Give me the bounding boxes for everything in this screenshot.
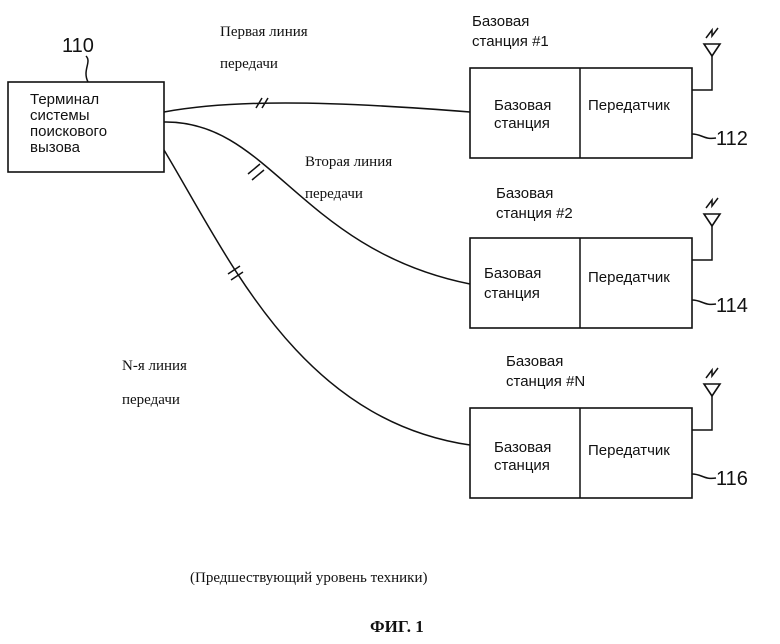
station-1-base-label: Базовая станция bbox=[494, 97, 556, 132]
figure-label: ФИГ. 1 bbox=[370, 617, 424, 636]
terminal-block: 110 Терминал системы поискового вызова bbox=[7, 35, 165, 173]
station-2-ref-number: 114 bbox=[716, 295, 748, 317]
station-2-transmitter-label: Передатчик bbox=[588, 269, 670, 286]
station-1-ref-number: 112 bbox=[716, 128, 748, 150]
transmission-line-1-label: Первая линия передачи bbox=[220, 24, 311, 72]
transmission-curves bbox=[163, 97, 471, 446]
station-1-box bbox=[469, 67, 693, 159]
terminal-ref-number: 110 bbox=[62, 35, 94, 57]
transmission-line-2-label: Вторая линия передачи bbox=[305, 154, 396, 202]
station-1-transmitter-label: Передатчик bbox=[588, 97, 670, 114]
station-n-title: Базовая станция #N bbox=[506, 353, 585, 390]
base-station-n: Базовая станция #N Базовая станция Перед… bbox=[469, 353, 748, 499]
station-2-ref-leader bbox=[691, 299, 717, 306]
prior-art-caption: (Предшествующий уровень техники) bbox=[190, 570, 428, 586]
base-station-2: Базовая станция #2 Базовая станция Перед… bbox=[469, 185, 748, 329]
station-1-title: Базовая станция #1 bbox=[472, 13, 549, 50]
antenna-icon bbox=[692, 197, 722, 261]
station-n-ref-leader bbox=[691, 473, 717, 480]
terminal-label: Терминал системы поискового вызова bbox=[30, 91, 111, 156]
station-n-box bbox=[469, 407, 693, 499]
station-2-title: Базовая станция #2 bbox=[496, 185, 573, 222]
transmission-line-N-label: N-я линия передачи bbox=[122, 358, 191, 408]
transmission-line-1 bbox=[163, 102, 471, 113]
base-station-1: Базовая станция #1 Базовая станция Перед… bbox=[469, 13, 748, 159]
station-n-base-label: Базовая станция bbox=[494, 439, 556, 474]
station-1-ref-leader bbox=[691, 133, 717, 140]
station-n-transmitter-label: Передатчик bbox=[588, 442, 670, 459]
line-break-mark-N bbox=[227, 265, 244, 281]
line-break-mark-1 bbox=[255, 97, 269, 109]
transmission-line-N bbox=[163, 149, 471, 446]
transmission-line-2 bbox=[163, 121, 471, 285]
antenna-icon bbox=[692, 27, 722, 91]
terminal-box bbox=[7, 81, 165, 173]
station-2-box bbox=[469, 237, 693, 329]
station-2-base-label: Базовая станция bbox=[484, 265, 546, 302]
terminal-ref-leader bbox=[85, 55, 89, 83]
antenna-icon bbox=[692, 367, 722, 431]
station-n-ref-number: 116 bbox=[716, 468, 748, 490]
line-break-mark-2 bbox=[247, 163, 265, 181]
